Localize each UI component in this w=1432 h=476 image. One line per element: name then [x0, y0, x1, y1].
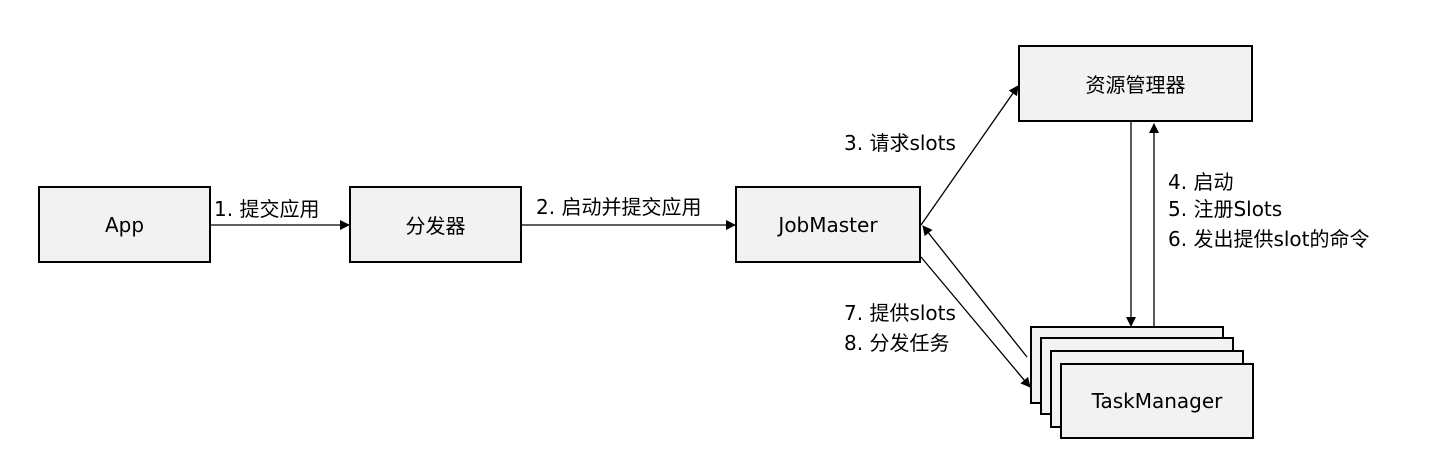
arrow-taskmanager-to-jobmaster	[922, 225, 1028, 358]
node-taskmanager: TaskManager	[1060, 363, 1254, 439]
edge-label-submit-app: 1. 提交应用	[214, 197, 320, 221]
node-jobmaster: JobMaster	[735, 186, 921, 263]
edge-label-rm-step: 5. 注册Slots	[1168, 197, 1283, 221]
node-jobmaster-label: JobMaster	[778, 212, 878, 237]
node-app-label: App	[104, 212, 145, 237]
arrow-jobmaster-to-taskmanager	[920, 256, 1031, 388]
node-resource-manager: 资源管理器	[1018, 45, 1253, 122]
edge-label-rm-step: 6. 发出提供slot的命令	[1168, 227, 1370, 251]
node-app: App	[38, 186, 211, 263]
edge-label-tm-step: 7. 提供slots	[844, 301, 956, 325]
edge-label-request-slots: 3. 请求slots	[844, 131, 956, 155]
edge-label-rm-step: 4. 启动	[1168, 170, 1234, 194]
node-taskmanager-label: TaskManager	[1091, 389, 1223, 413]
edge-label-tm-step: 8. 分发任务	[844, 331, 950, 355]
node-dispatcher-label: 分发器	[405, 214, 466, 238]
arrow-jobmaster-to-resource-manager	[920, 85, 1019, 226]
node-dispatcher: 分发器	[349, 186, 522, 263]
node-resource-manager-label: 资源管理器	[1085, 73, 1186, 97]
edge-label-start-submit: 2. 启动并提交应用	[536, 195, 702, 219]
